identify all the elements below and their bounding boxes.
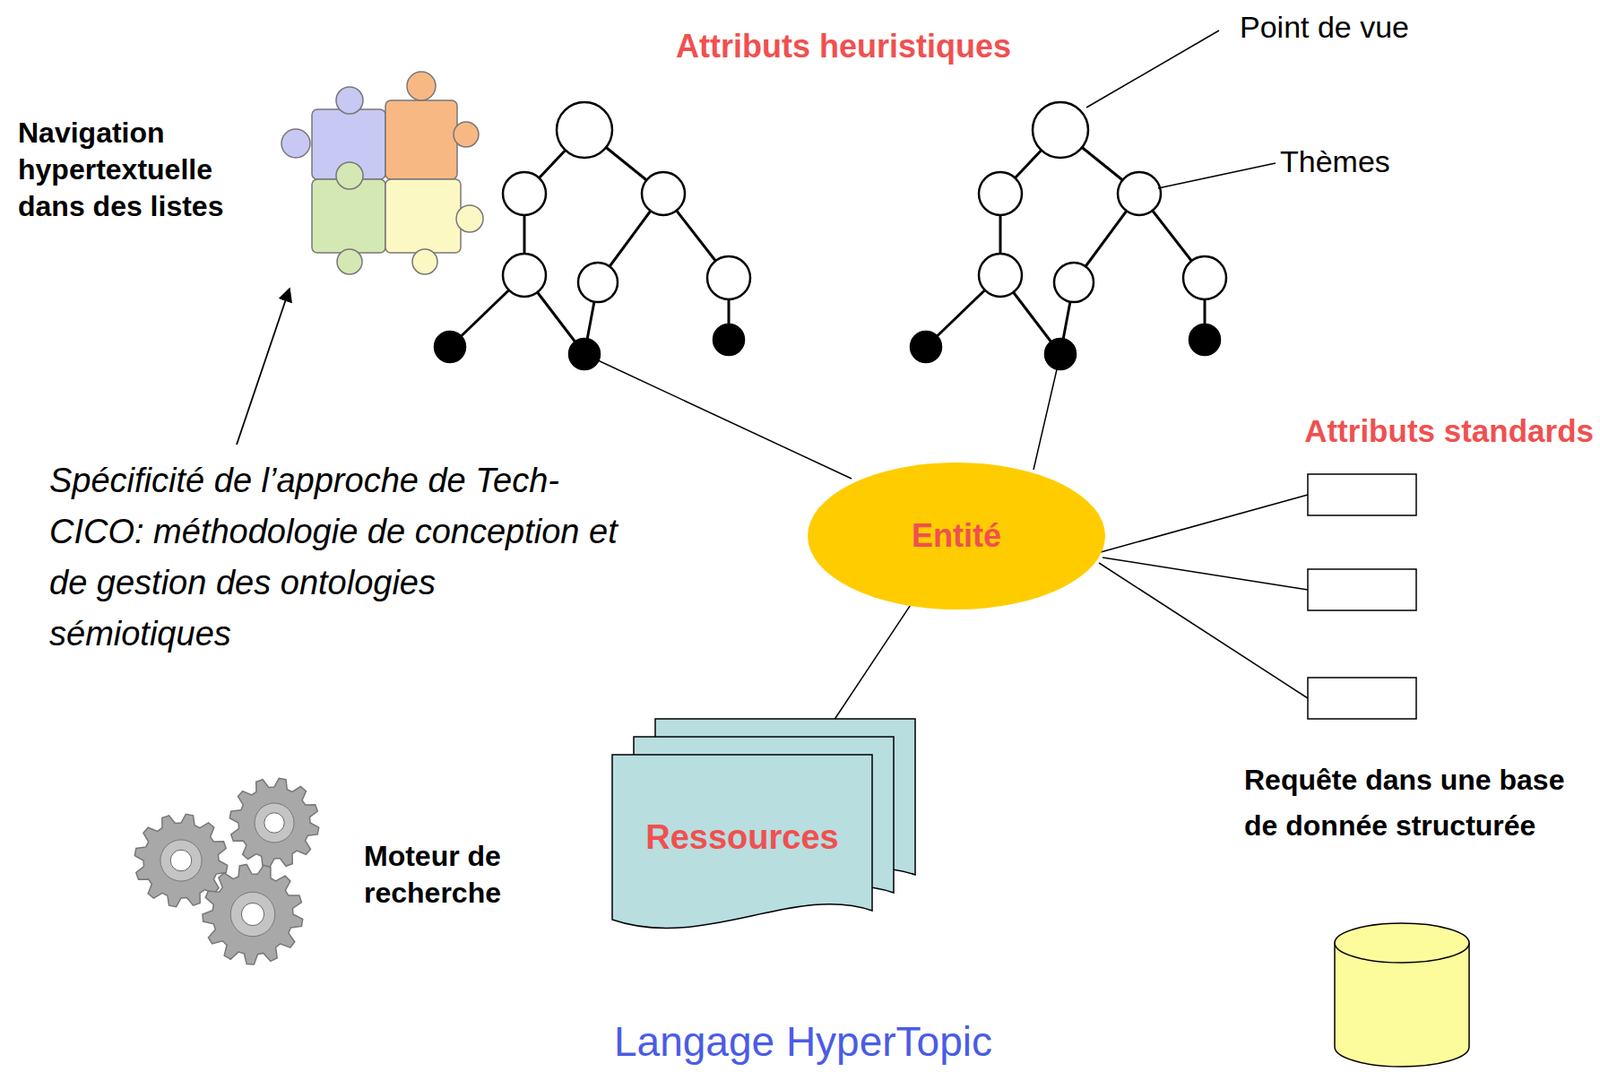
gears-icon bbox=[134, 778, 319, 965]
section-title: Attributs standards bbox=[1304, 412, 1594, 450]
leader-label: Point de vue bbox=[1239, 8, 1410, 46]
link-line bbox=[584, 354, 852, 479]
tree-graph bbox=[434, 102, 1227, 370]
note-text: Spécificité de l’approche de Tech-CICO: … bbox=[49, 455, 623, 660]
leader-line bbox=[1086, 30, 1220, 108]
database-icon bbox=[1334, 923, 1470, 1067]
node-label: Entité bbox=[911, 517, 1002, 555]
node-label: Ressources bbox=[645, 818, 839, 857]
link-line bbox=[1033, 354, 1061, 470]
leader-line bbox=[1158, 163, 1276, 189]
leader-label: Thèmes bbox=[1280, 143, 1391, 181]
section-title: Attributs heuristiques bbox=[675, 26, 1012, 66]
feature-label: Requête dans une base de donnée structur… bbox=[1244, 757, 1576, 849]
entity-ellipse: Entité bbox=[807, 462, 1106, 610]
caption-label: Langage HyperTopic bbox=[614, 1017, 993, 1067]
feature-label: Navigation hypertextuelle dans des liste… bbox=[17, 114, 287, 225]
puzzle-icon bbox=[281, 71, 484, 275]
standard-attributes bbox=[1098, 474, 1417, 719]
connector bbox=[834, 605, 910, 719]
callout-arrow bbox=[236, 288, 290, 445]
feature-label: Moteur de recherche bbox=[363, 838, 544, 912]
resource-pages: Ressources bbox=[612, 718, 916, 934]
